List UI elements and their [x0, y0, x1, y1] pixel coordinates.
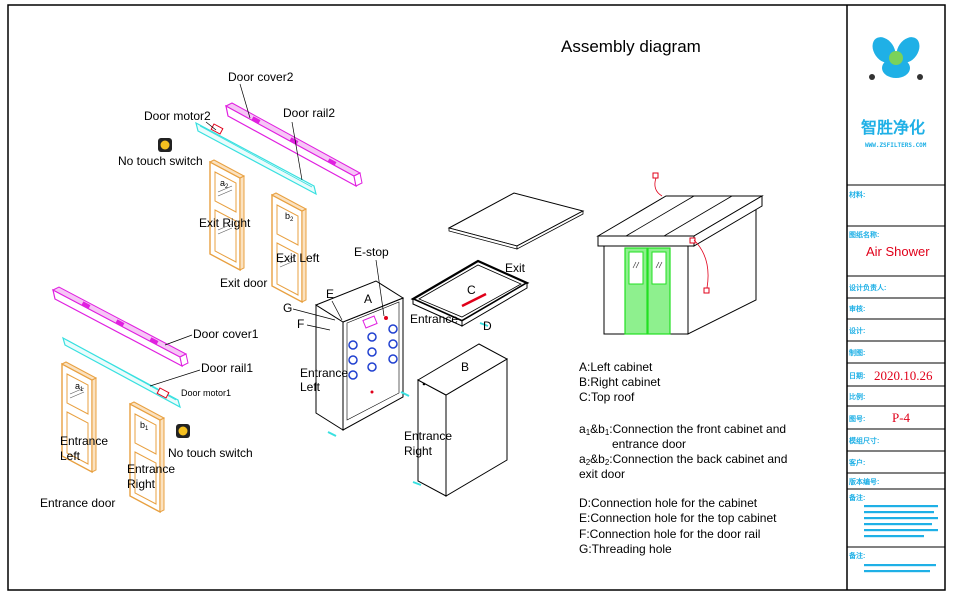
- tb-row-drawing-name: 图纸名称:: [849, 230, 879, 239]
- legend-conn-2: a2&b2:Connection the back cabinet and: [579, 452, 787, 467]
- diagram-title: Assembly diagram: [561, 37, 701, 56]
- no-touch-switch-bottom: [176, 424, 190, 438]
- exit-left-label: Exit Left: [276, 251, 320, 265]
- tb-row-drafting: 制图:: [849, 348, 865, 357]
- tb-row-version: 版本编号:: [849, 477, 879, 486]
- door-cover1: [51, 286, 189, 368]
- roof-panel: [447, 192, 585, 250]
- door-motor2: [210, 123, 224, 135]
- door-cover1-leader: [164, 334, 193, 346]
- title-block: 智胜净化 WWW.ZSFILTERS.COM 材料: 图纸名称: Air Sho…: [846, 5, 945, 590]
- tb-date-value: 2020.10.26: [874, 368, 933, 383]
- label-f-leader: [306, 324, 331, 331]
- estop-leader: [375, 259, 385, 317]
- legend-conn-1: a1&b1:Connection the front cabinet and: [579, 422, 786, 437]
- label-e: E: [326, 287, 334, 301]
- entrance-door-label: Entrance door: [40, 496, 115, 510]
- door-motor1: [156, 387, 170, 399]
- a1-label: a1: [75, 381, 84, 393]
- door-cover2-leader: [239, 83, 251, 119]
- door-rail1-label: Door rail1: [201, 361, 253, 375]
- legend-conn-2-cont: exit door: [579, 467, 625, 481]
- label-g: G: [283, 301, 292, 315]
- door-rail2-leader: [291, 121, 303, 181]
- exit-door-b2: [270, 192, 308, 304]
- door-motor1-label: Door motor1: [181, 388, 231, 398]
- label-d: D: [483, 319, 492, 333]
- door-cover1-label: Door cover1: [193, 327, 259, 341]
- cabinet-a-nozzles: [348, 324, 398, 394]
- label-e-leader: [331, 300, 343, 321]
- roof-tray: [410, 259, 530, 327]
- tb-row-designer: 设计负责人:: [849, 283, 886, 292]
- tb-row-remarks-1: 备注:: [848, 493, 865, 502]
- label-f: F: [297, 317, 304, 331]
- door-rail1-leader: [149, 369, 201, 387]
- legend-line-a: A:Left cabinet: [579, 360, 653, 374]
- cabinet-b-letter: B: [461, 360, 469, 374]
- brand-website: WWW.ZSFILTERS.COM: [865, 142, 927, 149]
- tb-drawing-no-value: P-4: [892, 410, 911, 425]
- door-rail1: [62, 336, 181, 409]
- cabinet-a-letter: A: [364, 292, 372, 306]
- brand-name: 智胜净化: [861, 118, 925, 137]
- label-g-leader: [292, 308, 336, 321]
- legend-conn-1-cont: entrance door: [612, 437, 686, 451]
- exit-door-a2: [208, 159, 246, 272]
- tb-row-scale: 比例:: [849, 392, 865, 401]
- b2-label: b2: [285, 211, 294, 223]
- door-motor2-label: Door motor2: [144, 109, 211, 123]
- legend-hole-g: G:Threading hole: [579, 542, 672, 556]
- no-touch-switch-bottom-label: No touch switch: [168, 446, 253, 460]
- legend-hole-f: F:Connection hole for the door rail: [579, 527, 760, 541]
- roof-entrance-label: Entrance: [410, 312, 458, 326]
- exit-right-label: Exit Right: [199, 216, 251, 230]
- tb-row-date: 日期:: [849, 371, 865, 380]
- exit-door-label: Exit door: [220, 276, 267, 290]
- legend-line-c: C:Top roof: [579, 390, 635, 404]
- a2-label: a2: [220, 178, 229, 190]
- no-touch-switch-top-label: No touch switch: [118, 154, 203, 168]
- legend-hole-e: E:Connection hole for the top cabinet: [579, 511, 777, 525]
- legend-line-b: B:Right cabinet: [579, 375, 661, 389]
- cabinet-a-connection-marks: [327, 391, 410, 437]
- tb-remarks-1-body: [864, 505, 938, 538]
- tb-row-material: 材料:: [848, 190, 865, 199]
- company-logo-icon: [869, 37, 923, 80]
- roof-letter-c: C: [467, 283, 476, 297]
- tb-row-customer: 客户:: [848, 458, 865, 467]
- door-rail2-label: Door rail2: [283, 106, 335, 120]
- assembled-unit: [596, 172, 764, 335]
- roof-exit-label: Exit: [505, 261, 526, 275]
- legend-connections: a1&b1:Connection the front cabinet and e…: [579, 422, 787, 481]
- b1-label: b1: [140, 420, 149, 432]
- tb-row-drawing-no: 图号:: [849, 414, 865, 423]
- entrance-door-b1: [128, 401, 166, 514]
- tb-row-module-size: 模组尺寸:: [849, 436, 879, 445]
- legend-parts: A:Left cabinet B:Right cabinet C:Top roo…: [579, 360, 661, 404]
- estop-label: E-stop: [354, 245, 389, 259]
- cabinet-b: [412, 343, 509, 497]
- tb-row-remarks-2: 备注:: [848, 551, 865, 560]
- tb-row-design: 设计:: [849, 326, 865, 335]
- door-motor2-leader: [205, 121, 217, 131]
- no-touch-switch-top: [158, 138, 172, 152]
- tb-remarks-2-body: [864, 564, 936, 573]
- door-rail2: [195, 121, 317, 196]
- door-cover2: [224, 102, 363, 188]
- tb-product-name: Air Shower: [866, 244, 930, 259]
- door-cover2-label: Door cover2: [228, 70, 294, 84]
- legend-hole-d: D:Connection hole for the cabinet: [579, 496, 758, 510]
- legend-holes: D:Connection hole for the cabinet E:Conn…: [579, 496, 777, 556]
- tb-row-review: 审核:: [849, 304, 865, 313]
- entrance-door-a1: [60, 361, 98, 474]
